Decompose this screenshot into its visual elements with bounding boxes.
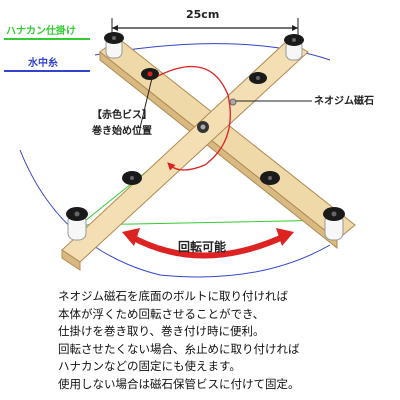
description-block: ネオジム磁石を底面のボルトに取り付ければ 本体が浮くため回転させることができ、 … bbox=[58, 288, 398, 394]
knob-lower-left bbox=[122, 171, 142, 185]
spool-bottom-right bbox=[323, 207, 345, 241]
wood-bar-b-side bbox=[61, 249, 81, 271]
center-bolt bbox=[197, 121, 209, 133]
suichu-legend-line bbox=[4, 70, 90, 72]
knob-upper-right bbox=[249, 72, 267, 84]
description-line: 使用しない場合は磁石保管ビスに付けて固定。 bbox=[58, 376, 300, 391]
magnet-callout: ネオジム磁石 bbox=[314, 96, 374, 107]
description-line: 仕掛けを巻き取り、巻き付け時に便利。 bbox=[58, 324, 265, 339]
spool-top-right bbox=[284, 34, 304, 61]
rotation-arrow-left-head bbox=[122, 228, 140, 246]
wood-frame bbox=[61, 37, 356, 271]
dimension-line bbox=[111, 18, 299, 38]
winding-path bbox=[157, 65, 231, 171]
dimension-text: 25cm bbox=[186, 8, 220, 21]
knob-lower-right bbox=[260, 171, 280, 185]
suichu-legend-label: 水中糸 bbox=[28, 58, 58, 69]
rotation-arrow-right-head bbox=[276, 228, 294, 246]
description-line: ハナカンなどの固定にも使えます。 bbox=[58, 359, 241, 374]
magnet bbox=[229, 98, 237, 106]
wood-bar-b bbox=[61, 39, 309, 263]
red-screw-leader bbox=[139, 77, 153, 129]
rotation-label: 回転可能 bbox=[178, 240, 227, 254]
description-line: 本体が浮くため回転させることができ、 bbox=[58, 306, 265, 321]
wood-bar-a bbox=[99, 37, 356, 241]
spool-bottom-left bbox=[66, 207, 88, 241]
rotation-arrow bbox=[128, 233, 287, 259]
description-line: ネオジム磁石を底面のボルトに取り付ければ bbox=[58, 289, 288, 303]
knob-upper-left bbox=[141, 68, 159, 80]
hanakan-legend-label: ハナカン仕掛け bbox=[6, 26, 76, 37]
description-line: 回転させたくない場合、糸止めに取り付ければ bbox=[58, 341, 300, 356]
red-screw-callout-line2: 巻き始め位置 bbox=[92, 126, 152, 137]
hanakan-legend-line bbox=[4, 38, 90, 40]
reel-diagram bbox=[19, 18, 356, 278]
red-screw-callout-line1: 【赤色ビス】 bbox=[92, 110, 152, 121]
wood-bar-a-side bbox=[99, 50, 338, 250]
spool-top-left bbox=[104, 32, 124, 59]
water-line bbox=[19, 149, 331, 278]
